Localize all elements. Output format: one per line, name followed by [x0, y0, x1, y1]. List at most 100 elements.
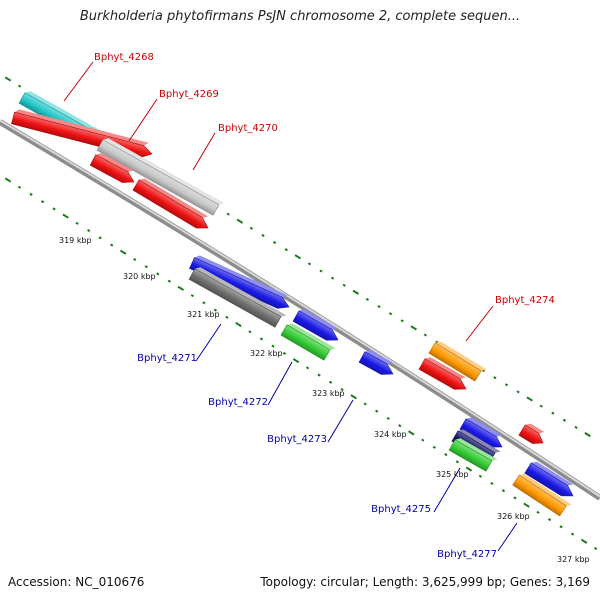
tick-dash — [87, 229, 91, 233]
scale-tick-label: 324 kbp — [374, 430, 407, 439]
gene-label[interactable]: Bphyt_4270 — [218, 123, 278, 134]
tick-dash — [580, 538, 588, 544]
tick-dash — [284, 248, 288, 252]
gene-arrow[interactable] — [96, 136, 225, 217]
tick-dash — [365, 297, 370, 301]
gene-arrow[interactable] — [89, 151, 139, 187]
gene-label[interactable]: Bphyt_4268 — [94, 52, 154, 63]
tick-dash — [516, 390, 520, 394]
gene-arrow[interactable] — [459, 415, 507, 452]
tick-dash — [213, 308, 218, 312]
gene-label[interactable]: Bphyt_4269 — [159, 89, 219, 100]
gene-body — [459, 418, 503, 448]
gene-label[interactable]: Bphyt_4274 — [495, 295, 555, 306]
tick-dash — [352, 289, 360, 295]
gene-body — [280, 324, 331, 361]
gene-top-face — [435, 341, 487, 371]
gene-body — [132, 179, 209, 229]
tick-dash — [271, 344, 275, 348]
tick-dash — [282, 351, 287, 355]
tick-dash — [17, 185, 22, 189]
gene-top-face — [466, 417, 502, 437]
tick-dash — [62, 213, 69, 219]
scale-tick-label: 325 kbp — [436, 470, 469, 479]
gene-arrow[interactable] — [524, 460, 578, 502]
gene-label[interactable]: Bphyt_4273 — [267, 434, 327, 445]
gene-arrow[interactable] — [188, 265, 287, 329]
gene-body — [292, 310, 339, 341]
tick-dash — [4, 76, 12, 82]
gene-body — [428, 342, 482, 382]
tick-dash — [144, 265, 148, 269]
accession-text: Accession: NC_010676 — [8, 575, 145, 589]
tick-dash — [75, 221, 79, 225]
gene-body — [96, 139, 220, 216]
gene-arrow[interactable] — [292, 307, 343, 345]
tick-dash — [177, 285, 185, 291]
gene-top-face — [519, 473, 572, 506]
label-leader-line — [327, 399, 354, 443]
gene-top-face — [139, 178, 208, 218]
label-leader-line — [195, 323, 222, 362]
tick-dash — [386, 416, 390, 420]
tick-dash — [133, 257, 137, 262]
tick-dash — [363, 402, 367, 406]
tick-dash — [350, 394, 357, 400]
gene-body — [188, 268, 282, 328]
label-leader-line — [192, 132, 216, 171]
tick-dash — [547, 518, 552, 522]
tick-dash — [444, 453, 448, 457]
tick-dash — [226, 212, 230, 216]
tick-dash — [421, 438, 425, 442]
tick-dash — [319, 269, 323, 273]
gene-arrow[interactable] — [132, 176, 213, 233]
gene-features — [11, 91, 578, 519]
gene-label[interactable]: Bphyt_4275 — [371, 504, 431, 515]
tick-dash — [235, 321, 242, 328]
gene-top-face — [424, 357, 466, 379]
tick-dash — [248, 330, 252, 334]
backbone — [0, 119, 600, 501]
tick-dash — [408, 430, 415, 436]
gene-arrow[interactable] — [280, 321, 336, 362]
gene-arrow[interactable] — [448, 436, 498, 473]
backbone-highlight — [0, 119, 600, 498]
tick-dash — [562, 418, 567, 422]
gene-label[interactable]: Bphyt_4277 — [437, 549, 497, 560]
tick-dash — [551, 411, 555, 415]
gene-body — [418, 358, 467, 390]
gene-arrow[interactable] — [358, 348, 398, 379]
tick-dash — [584, 432, 591, 438]
gene-arrow[interactable] — [189, 254, 294, 313]
gene-body — [189, 257, 290, 309]
gene-body — [512, 474, 567, 517]
tick-dash — [305, 366, 310, 370]
tick-dash — [294, 254, 302, 260]
tick-dash — [501, 489, 506, 493]
gene-label[interactable]: Bphyt_4272 — [208, 397, 268, 408]
label-leaders — [63, 61, 518, 552]
gene-arrow[interactable] — [512, 472, 572, 519]
gene-top-face — [525, 423, 545, 434]
scale-tick-label: 327 kbp — [557, 555, 590, 564]
tick-dash — [455, 460, 459, 464]
gene-arrow[interactable] — [428, 339, 487, 383]
tick-dash — [523, 502, 530, 508]
scale-tick-label: 319 kbp — [59, 236, 92, 245]
backbone-shadow — [0, 119, 600, 501]
tick-dash — [156, 272, 160, 276]
gene-top-face — [194, 255, 288, 298]
scale-tick-label: 322 kbp — [250, 349, 283, 358]
gene-arrow[interactable] — [518, 421, 548, 448]
gene-top-face — [102, 138, 225, 205]
gene-top-face — [298, 309, 338, 330]
gene-label[interactable]: Bphyt_4271 — [137, 353, 197, 364]
gene-arrow[interactable] — [418, 355, 471, 394]
topology-summary: Topology: circular; Length: 3,625,999 bp… — [260, 575, 590, 589]
label-leader-line — [497, 522, 518, 552]
tick-dash — [432, 445, 436, 449]
label-leader-line — [465, 305, 494, 342]
tick-dash — [340, 388, 344, 392]
